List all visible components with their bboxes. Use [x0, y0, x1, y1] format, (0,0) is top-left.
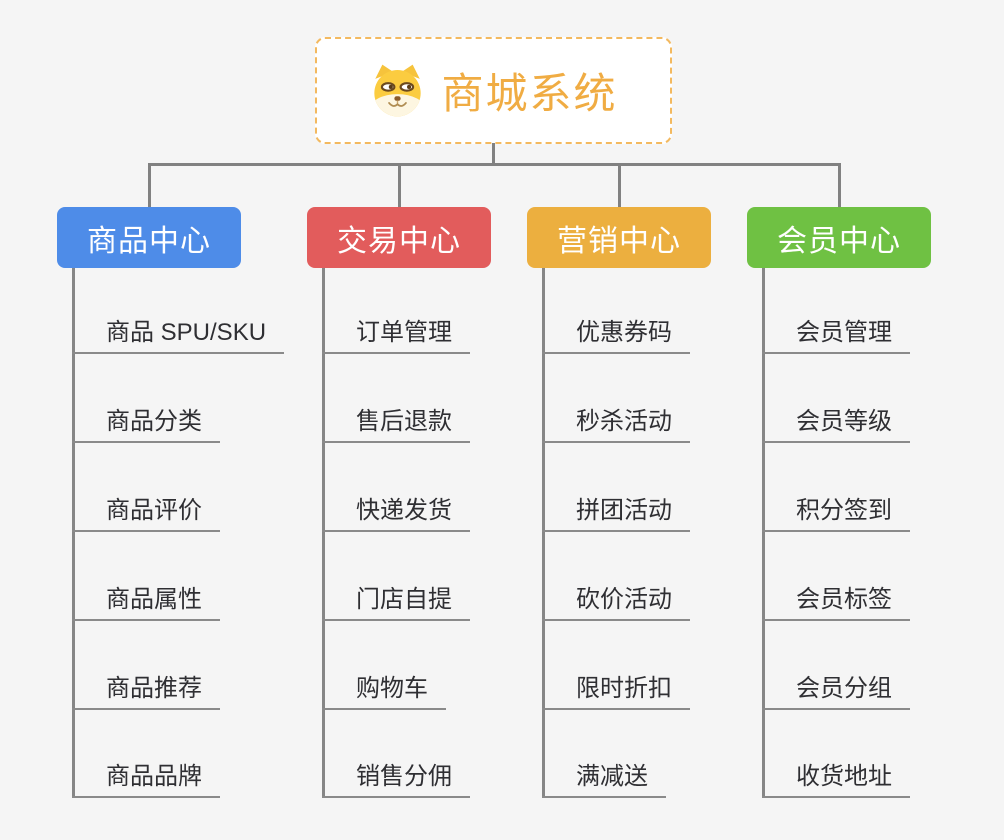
topic-shopping-cart[interactable]: 购物车	[322, 666, 446, 710]
topic-full-reduction[interactable]: 满减送	[542, 754, 666, 798]
topic-sales-commission[interactable]: 销售分佣	[322, 754, 470, 798]
topic-group-buy[interactable]: 拼团活动	[542, 488, 690, 532]
branch-node-marketing-center[interactable]: 营销中心	[527, 207, 711, 268]
doge-icon	[369, 62, 426, 119]
branch-column-product: 商品中心 商品 SPU/SKU 商品分类 商品评价 商品属性 商品推荐 商品品牌	[57, 207, 307, 807]
branch-column-marketing: 营销中心 优惠券码 秒杀活动 拼团活动 砍价活动 限时折扣 满减送	[527, 207, 777, 807]
connector-horizontal-rail	[148, 163, 841, 166]
topic-member-tag[interactable]: 会员标签	[762, 577, 910, 621]
topic-product-review[interactable]: 商品评价	[72, 488, 220, 532]
topic-aftersale-refund[interactable]: 售后退款	[322, 399, 470, 443]
topic-points-checkin[interactable]: 积分签到	[762, 488, 910, 532]
topic-member-level[interactable]: 会员等级	[762, 399, 910, 443]
connector-drop-branch-1	[148, 163, 151, 207]
topic-flash-sale[interactable]: 秒杀活动	[542, 399, 690, 443]
branch-children-line	[322, 268, 325, 798]
connector-drop-branch-2	[398, 163, 401, 207]
branch-children-line	[762, 268, 765, 798]
branch-column-member: 会员中心 会员管理 会员等级 积分签到 会员标签 会员分组 收货地址	[747, 207, 997, 807]
topic-product-recommend[interactable]: 商品推荐	[72, 666, 220, 710]
root-title: 商城系统	[441, 70, 618, 117]
branch-node-member-center[interactable]: 会员中心	[747, 207, 931, 268]
topic-limited-time-discount[interactable]: 限时折扣	[542, 666, 690, 710]
connector-root-stem	[492, 143, 495, 165]
topic-store-pickup[interactable]: 门店自提	[322, 577, 470, 621]
branch-node-product-center[interactable]: 商品中心	[57, 207, 241, 268]
connector-drop-branch-4	[838, 163, 841, 207]
branch-children-line	[542, 268, 545, 798]
topic-product-category[interactable]: 商品分类	[72, 399, 220, 443]
topic-bargain-activity[interactable]: 砍价活动	[542, 577, 690, 621]
topic-product-spu-sku[interactable]: 商品 SPU/SKU	[72, 310, 285, 354]
branch-node-trade-center[interactable]: 交易中心	[307, 207, 491, 268]
topic-express-delivery[interactable]: 快递发货	[322, 488, 470, 532]
topic-product-attribute[interactable]: 商品属性	[72, 577, 220, 621]
branch-children-line	[72, 268, 75, 798]
topic-product-brand[interactable]: 商品品牌	[72, 754, 220, 798]
topic-order-management[interactable]: 订单管理	[322, 310, 470, 354]
topic-member-group[interactable]: 会员分组	[762, 666, 910, 710]
connector-drop-branch-3	[618, 163, 621, 207]
root-node-mall-system[interactable]: 商城系统	[315, 37, 672, 144]
branch-column-trade: 交易中心 订单管理 售后退款 快递发货 门店自提 购物车 销售分佣	[307, 207, 557, 807]
topic-coupon-code[interactable]: 优惠券码	[542, 310, 690, 354]
topic-member-management[interactable]: 会员管理	[762, 310, 910, 354]
topic-shipping-address[interactable]: 收货地址	[762, 754, 910, 798]
